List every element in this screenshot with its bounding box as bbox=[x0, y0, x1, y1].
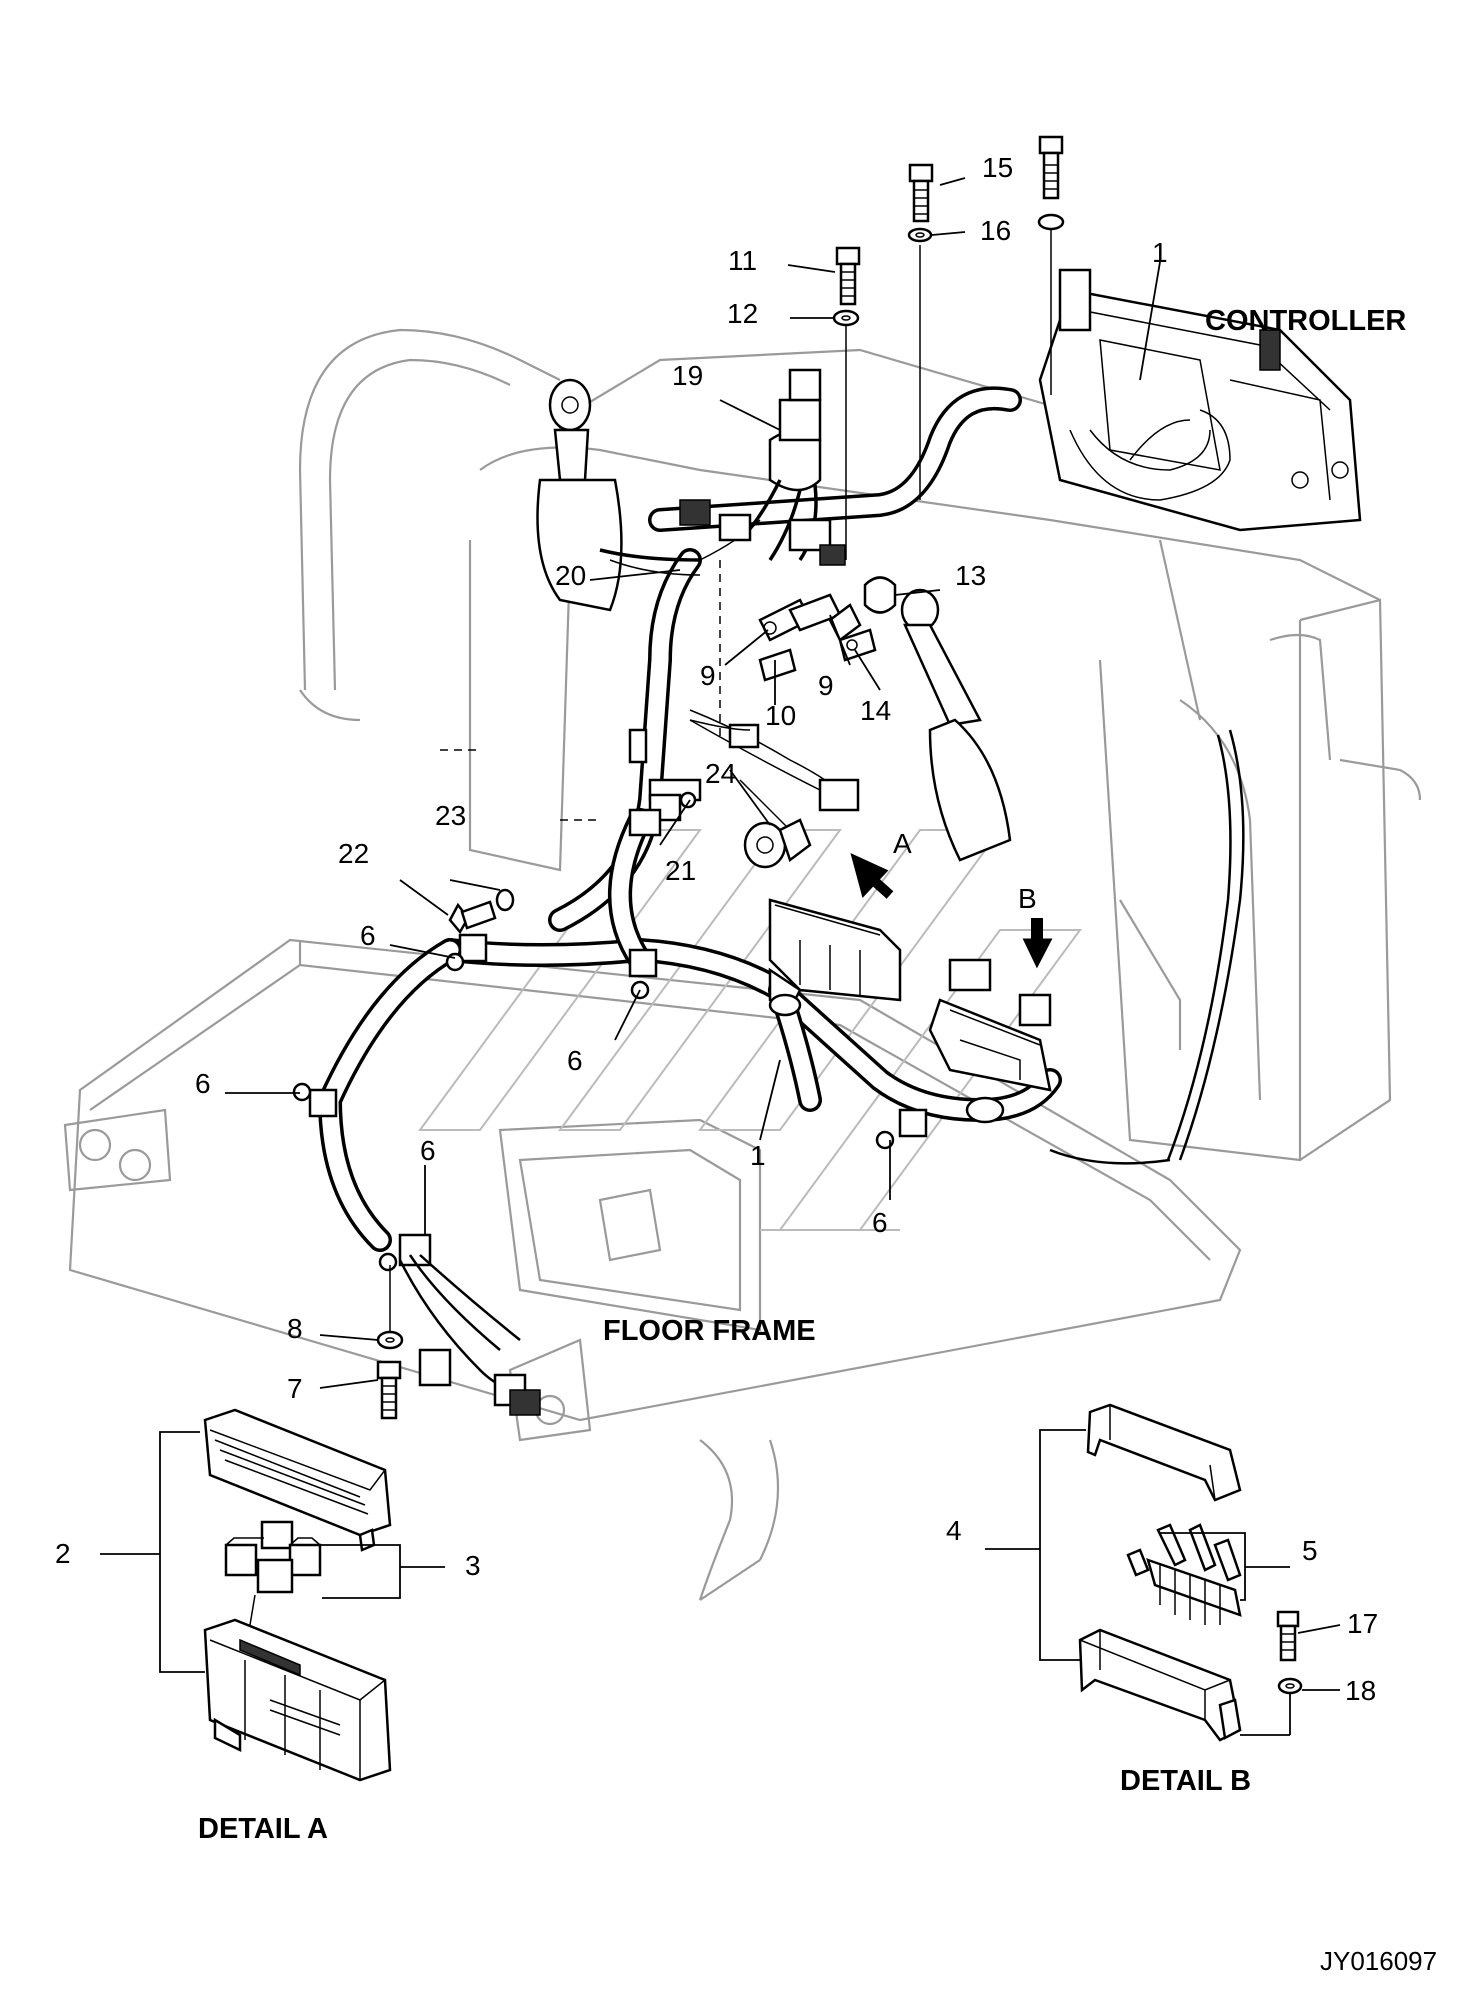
callout-9-left: 9 bbox=[700, 660, 716, 691]
small-clips bbox=[758, 576, 897, 682]
view-arrows bbox=[850, 853, 1053, 969]
wire-harness bbox=[317, 386, 1245, 1252]
view-a-label: A bbox=[893, 828, 912, 859]
callout-20: 20 bbox=[555, 560, 586, 591]
controller-title: CONTROLLER bbox=[1205, 305, 1406, 337]
callout-14: 14 bbox=[860, 695, 891, 726]
callout-2: 2 bbox=[55, 1538, 71, 1569]
leader-lines bbox=[100, 177, 1341, 1736]
callout-7: 7 bbox=[287, 1373, 303, 1404]
callout-6-a: 6 bbox=[360, 920, 376, 951]
callout-22: 22 bbox=[338, 838, 369, 869]
drawing-code: JY016097 bbox=[1320, 1946, 1437, 1976]
callout-6-e: 6 bbox=[872, 1207, 888, 1238]
callout-1-top: 1 bbox=[1152, 237, 1168, 268]
callout-6-b: 6 bbox=[567, 1045, 583, 1076]
callout-19: 19 bbox=[672, 360, 703, 391]
left-joystick bbox=[536, 378, 623, 612]
callout-15: 15 bbox=[982, 152, 1013, 183]
callout-17: 17 bbox=[1347, 1608, 1378, 1639]
callout-8: 8 bbox=[287, 1313, 303, 1344]
right-joystick bbox=[900, 588, 1012, 862]
callout-1-mid: 1 bbox=[750, 1140, 766, 1171]
callout-9-right: 9 bbox=[818, 670, 834, 701]
detail-b-parts bbox=[1078, 1403, 1242, 1742]
callout-13: 13 bbox=[955, 560, 986, 591]
callout-numbers: 15 16 1 11 12 19 20 13 9 9 10 14 24 23 2… bbox=[55, 152, 1378, 1706]
callout-3: 3 bbox=[465, 1550, 481, 1581]
detail-a-parts bbox=[203, 1408, 392, 1782]
lower-connectors bbox=[398, 1254, 541, 1416]
callout-21: 21 bbox=[665, 855, 696, 886]
detail-b-title: DETAIL B bbox=[1120, 1765, 1251, 1797]
part-24-switch bbox=[743, 818, 812, 869]
callout-16: 16 bbox=[980, 215, 1011, 246]
fuse-box-a-installed bbox=[768, 898, 902, 1017]
callout-12: 12 bbox=[727, 298, 758, 329]
callout-23: 23 bbox=[435, 800, 466, 831]
callout-18: 18 bbox=[1345, 1675, 1376, 1706]
callout-6-d: 6 bbox=[420, 1135, 436, 1166]
detail-a-title: DETAIL A bbox=[198, 1813, 328, 1845]
callout-5: 5 bbox=[1302, 1535, 1318, 1566]
seat-frame-outline bbox=[63, 328, 1422, 1601]
key-switch bbox=[599, 368, 846, 576]
view-b-label: B bbox=[1018, 883, 1037, 914]
fuse-box-b-installed bbox=[928, 958, 1052, 1124]
hardware bbox=[376, 135, 1303, 1695]
harness-clips bbox=[292, 791, 928, 1272]
floor-frame-title: FLOOR FRAME bbox=[603, 1315, 816, 1347]
callout-11: 11 bbox=[728, 245, 757, 276]
titles: CONTROLLER FLOOR FRAME DETAIL A DETAIL B… bbox=[198, 305, 1437, 1976]
callout-24: 24 bbox=[705, 758, 736, 789]
callout-4: 4 bbox=[946, 1515, 962, 1546]
callout-6-c: 6 bbox=[195, 1068, 211, 1099]
callout-10: 10 bbox=[765, 700, 796, 731]
